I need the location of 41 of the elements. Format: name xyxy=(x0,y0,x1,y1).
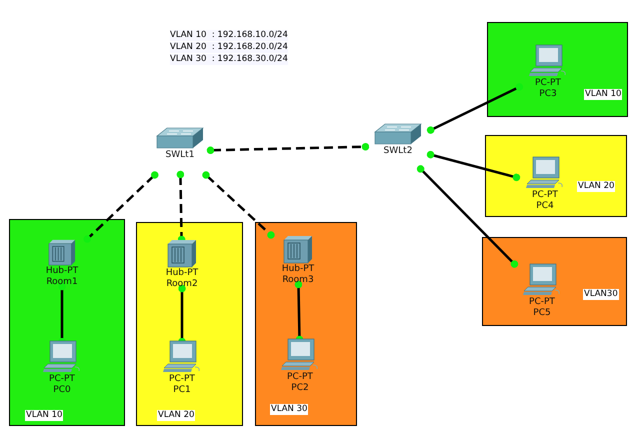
zone-label: VLAN30 xyxy=(583,289,619,300)
device-model-label: PC-PT xyxy=(169,374,195,385)
network-cable xyxy=(416,165,518,268)
device-name-label: Room1 xyxy=(46,277,78,288)
device-model-label: PC-PT xyxy=(529,297,555,308)
device-name-label: PC0 xyxy=(53,385,71,396)
network-cable xyxy=(206,143,370,154)
zone-label: VLAN 10 xyxy=(584,89,622,100)
device-name-label: SWLt2 xyxy=(384,146,412,157)
device-model-label: Hub-PT xyxy=(166,268,198,279)
device-name-label: Room3 xyxy=(282,275,314,286)
vlan-zone xyxy=(485,135,627,217)
vlan-subnet-note: VLAN 20 : 192.168.20.0/24 xyxy=(170,42,288,53)
zone-label: VLAN 10 xyxy=(25,410,64,421)
zone-label: VLAN 20 xyxy=(157,410,196,421)
device-name-label: SWLt1 xyxy=(166,150,194,161)
vlan-zone xyxy=(136,222,243,426)
network-cable xyxy=(426,83,524,134)
device-name-label: PC1 xyxy=(173,385,191,396)
network-cable xyxy=(84,171,158,243)
device-name-label: PC4 xyxy=(536,201,554,212)
device-model-label: PC-PT xyxy=(535,78,561,89)
device-name-label: PC5 xyxy=(533,308,551,319)
vlan-zone xyxy=(9,219,125,426)
device-model-label: PC-PT xyxy=(49,374,75,385)
device-model-label: Hub-PT xyxy=(46,266,78,277)
vlan-zone xyxy=(487,22,628,117)
zone-label: VLAN 30 xyxy=(270,404,308,415)
network-cable xyxy=(426,150,520,182)
vlan-subnet-note: VLAN 10 : 192.168.10.0/24 xyxy=(170,30,288,41)
network-cable xyxy=(202,171,275,239)
device-name-label: PC3 xyxy=(539,89,557,100)
vlan-zone xyxy=(482,237,627,326)
device-name-label: Room2 xyxy=(166,279,198,290)
vlan-subnet-note: VLAN 30 : 192.168.30.0/24 xyxy=(170,54,288,65)
zone-label: VLAN 20 xyxy=(577,181,616,192)
device-model-label: PC-PT xyxy=(287,372,313,383)
device-name-label: PC2 xyxy=(291,383,309,394)
device-model-label: PC-PT xyxy=(532,190,558,201)
device-model-label: Hub-PT xyxy=(282,264,314,275)
vlan-zone xyxy=(255,222,357,426)
